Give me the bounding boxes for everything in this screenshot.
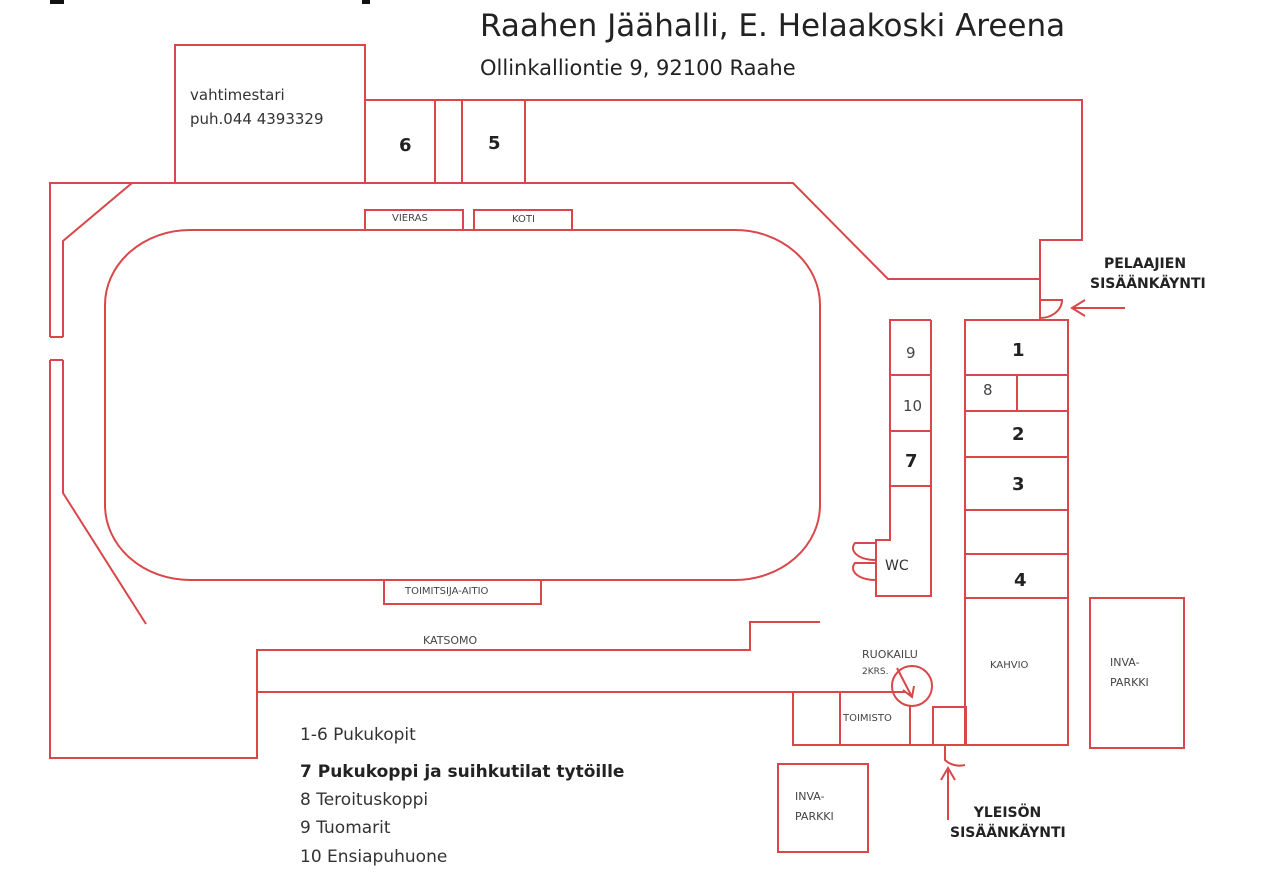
room-7: 7 [905,451,918,472]
players-entrance-label: PELAAJIEN SISÄÄNKÄYNTI [1090,254,1206,294]
inner-wall [62,360,147,625]
room-4: 4 [1014,570,1027,591]
cropped-text-fragment [50,0,64,4]
stairs-icon [891,665,933,707]
caretaker-phone: puh.044 4393329 [190,110,324,128]
bench-koti [473,209,573,231]
vieras-label: VIERAS [392,213,428,224]
parking-area [777,763,869,853]
ice-rink [104,229,821,581]
address: Ollinkalliontie 9, 92100 Raahe [480,56,796,80]
koti-label: KOTI [512,214,535,225]
room-3: 3 [1012,474,1025,495]
room-2: 2 [1012,424,1025,445]
door-icon [852,542,877,562]
door-icon [1039,299,1064,319]
bench-vieras [364,209,464,231]
officials-label: TOIMITSIJA-AITIO [405,586,489,597]
players-entrance-line1: PELAAJIEN [1103,256,1187,272]
kahvio-label: KAHVIO [990,660,1029,671]
legend-item: 9 Tuomarit [300,818,391,838]
parking-label: PARKKI [1110,676,1149,689]
ruokailu-floor: 2KRS. [862,667,889,677]
public-entrance-label: YLEISÖN SISÄÄNKÄYNTI [950,803,1066,843]
toimisto-label: TOIMISTO [843,713,892,724]
wc-label: WC [885,558,909,574]
page-title: Raahen Jäähalli, E. Helaakoski Areena [480,8,1066,44]
parking-label: PARKKI [795,810,834,823]
door-icon [852,562,877,582]
players-entrance-line2: SISÄÄNKÄYNTI [1090,276,1206,292]
referee-block [875,319,932,597]
public-entrance-line1: YLEISÖN [973,805,1042,821]
inner-wall [62,182,133,337]
legend-item: 8 Teroituskoppi [300,790,429,810]
room-10: 10 [903,397,923,415]
dressing-room-block [964,319,1069,746]
legend-item: 10 Ensiapuhuone [300,847,448,867]
caretaker-label: vahtimestari [190,86,285,104]
room-6: 6 [399,135,412,156]
parking-label: INVA- [795,790,825,803]
legend-item: 1-6 Pukukopit [300,725,416,745]
outer-wall-bottom [49,360,820,759]
room-5: 5 [488,133,501,154]
legend-item: 7 Pukukoppi ja suihkutilat tytöille [300,762,625,782]
outer-wall-top [49,182,1040,337]
parking-label: INVA- [1110,656,1140,669]
cropped-text-fragment [362,0,370,4]
parking-area [1089,597,1185,749]
public-entrance-line2: SISÄÄNKÄYNTI [950,825,1066,841]
outer-wall-top-right [365,99,1083,320]
katsomo-label: KATSOMO [423,634,478,647]
officials-box [383,579,542,605]
ruokailu-label: RUOKAILU [862,648,918,661]
room-1: 1 [1012,340,1025,361]
room-9: 9 [906,344,916,362]
room-8: 8 [983,381,993,399]
